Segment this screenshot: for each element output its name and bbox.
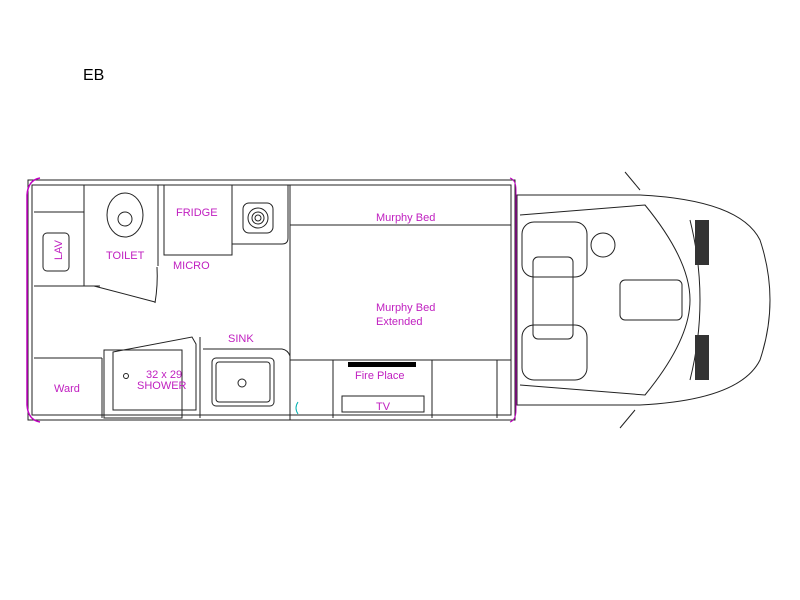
steering-wheel-icon xyxy=(590,232,616,258)
sink-icon xyxy=(203,348,291,418)
rear-wall xyxy=(26,177,41,423)
micro-label: MICRO xyxy=(173,260,210,272)
cab xyxy=(516,171,771,429)
passenger-seat xyxy=(521,324,588,381)
sink-label: SINK xyxy=(228,333,254,345)
tv-label: TV xyxy=(376,401,391,413)
shower-size-label: 32 x 29 xyxy=(146,369,182,381)
grille-vent xyxy=(695,335,709,380)
rv-body xyxy=(26,177,517,423)
ward-label: Ward xyxy=(54,383,80,395)
fire-place-label: Fire Place xyxy=(355,370,405,382)
bathroom-door xyxy=(93,285,156,303)
cooktop-icon xyxy=(232,184,289,245)
shower xyxy=(103,336,201,419)
murphy-bed-extended-label: Murphy Bed xyxy=(376,302,435,314)
floor-plan-title: EB xyxy=(83,67,104,84)
fridge xyxy=(163,184,233,256)
murphy-bed-extended-label-2: Extended xyxy=(376,316,422,328)
grille-vent xyxy=(695,220,709,265)
lav-sink xyxy=(42,232,70,272)
toilet-icon xyxy=(106,192,144,238)
door-marker xyxy=(295,401,299,415)
toilet-label: TOILET xyxy=(106,250,145,262)
lav-label: LAV xyxy=(53,239,65,260)
entertainment-cabinet xyxy=(290,359,511,418)
murphy-bed-label: Murphy Bed xyxy=(376,212,435,224)
tv xyxy=(341,395,425,413)
bathroom xyxy=(34,185,159,304)
driver-seat xyxy=(521,221,588,278)
shower-label: SHOWER xyxy=(137,380,187,392)
fridge-label: FRIDGE xyxy=(176,207,218,219)
fireplace xyxy=(348,362,416,367)
